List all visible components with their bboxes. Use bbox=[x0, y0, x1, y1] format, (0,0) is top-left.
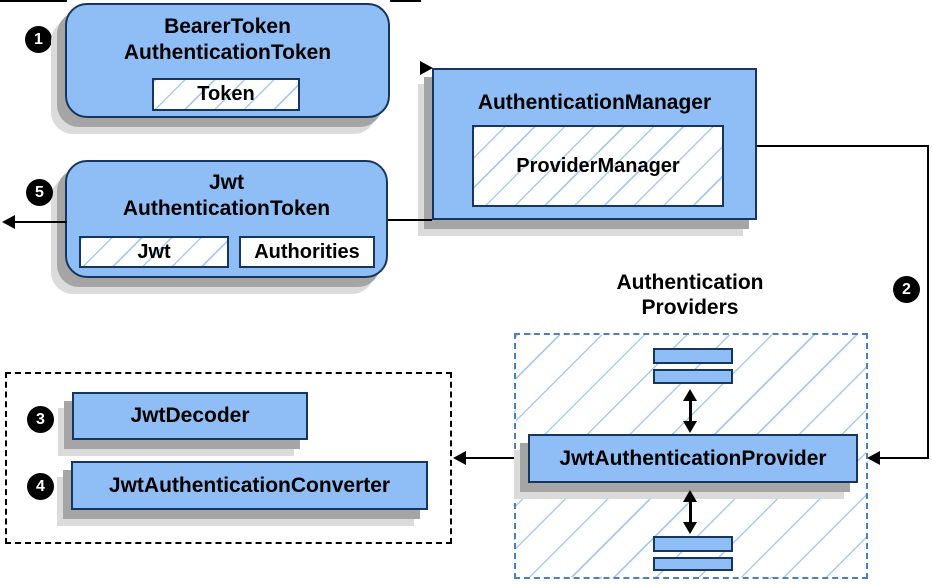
flow-line-to-decoder-group bbox=[466, 457, 514, 459]
token-field: Token bbox=[152, 78, 300, 111]
step-1-badge: 1 bbox=[25, 26, 52, 53]
step-1-number: 1 bbox=[34, 30, 43, 48]
double-arrow-top-icon bbox=[679, 389, 701, 433]
jwt-token-title-line2: AuthenticationToken bbox=[122, 197, 331, 220]
bearer-token-title-line1: BearerToken bbox=[164, 15, 291, 38]
step-4-number: 4 bbox=[36, 477, 45, 495]
step-3-badge: 3 bbox=[27, 406, 54, 433]
arrowhead-result-out-icon bbox=[2, 215, 15, 229]
authentication-providers-label-line1: Authentication bbox=[616, 271, 764, 294]
flow-line-manager-right bbox=[757, 145, 929, 147]
provider-placeholder-bar-top-1 bbox=[653, 348, 733, 364]
authentication-providers-label-line2: Providers bbox=[641, 296, 739, 319]
flow-line-to-manager bbox=[390, 0, 421, 2]
authentication-manager-title: AuthenticationManager bbox=[477, 91, 712, 114]
step-4-badge: 4 bbox=[27, 473, 54, 500]
bearer-token-authentication-token-box: BearerToken AuthenticationToken Token bbox=[65, 3, 390, 118]
flow-line-manager-to-jwt-token bbox=[388, 219, 432, 221]
flow-line-into-provider bbox=[880, 457, 929, 459]
jwt-field: Jwt bbox=[79, 236, 229, 268]
flow-line-result-out bbox=[13, 221, 67, 223]
decoder-converter-group bbox=[5, 372, 452, 544]
flow-line-request-in bbox=[0, 0, 67, 2]
provider-manager-field: ProviderManager bbox=[472, 125, 724, 207]
authorities-field: Authorities bbox=[239, 236, 375, 268]
double-arrow-bottom-icon bbox=[679, 490, 701, 534]
arrowhead-to-decoder-group-icon bbox=[453, 451, 466, 465]
jwt-authentication-converter-box: JwtAuthenticationConverter bbox=[71, 461, 428, 510]
provider-placeholder-bar-top-2 bbox=[653, 369, 733, 384]
authentication-manager-box: AuthenticationManager ProviderManager bbox=[432, 68, 757, 220]
step-2-number: 2 bbox=[902, 280, 911, 298]
step-5-number: 5 bbox=[35, 183, 44, 201]
jwt-decoder-box: JwtDecoder bbox=[72, 392, 308, 440]
step-5-badge: 5 bbox=[26, 179, 53, 206]
jwt-token-title-line1: Jwt bbox=[208, 171, 244, 194]
flow-line-right-down bbox=[927, 145, 929, 459]
arrowhead-to-manager-icon bbox=[420, 61, 433, 75]
jwt-authentication-provider-box: JwtAuthenticationProvider bbox=[528, 434, 858, 483]
authentication-providers-label: Authentication Providers bbox=[590, 270, 790, 320]
step-3-number: 3 bbox=[36, 410, 45, 428]
jwt-authentication-token-box: Jwt AuthenticationToken Jwt Authorities bbox=[65, 160, 388, 278]
provider-placeholder-bar-bottom-2 bbox=[653, 557, 733, 571]
step-2-badge: 2 bbox=[893, 276, 920, 303]
arrowhead-into-provider-icon bbox=[867, 451, 880, 465]
provider-placeholder-bar-bottom-1 bbox=[653, 536, 733, 552]
bearer-token-title-line2: AuthenticationToken bbox=[123, 41, 332, 64]
